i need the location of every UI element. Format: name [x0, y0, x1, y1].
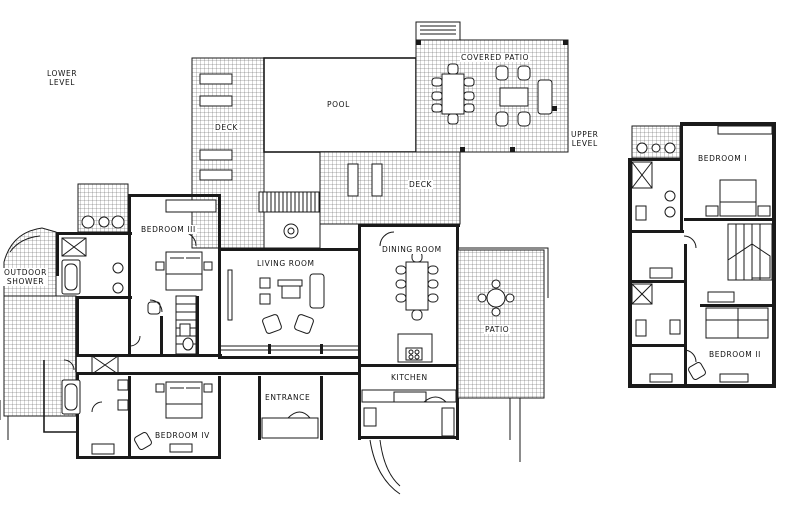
bedroom2-bed: [705, 307, 769, 339]
living-room-furniture: [227, 269, 325, 334]
label-pool: POOL: [326, 100, 351, 109]
patio-coffee-table: [499, 87, 529, 107]
bedroom1-bed: [719, 179, 757, 217]
bedroom4-bathtub: [61, 379, 81, 415]
bedroom4-armchair: [134, 432, 152, 450]
label-patio: PATIO: [484, 325, 511, 334]
label-living-room: LIVING ROOM: [256, 259, 316, 268]
pool-bench-slats: [262, 192, 320, 212]
label-upper-level: UPPER LEVEL: [571, 130, 599, 148]
patio-area: [457, 249, 545, 399]
label-entrance: ENTRANCE: [264, 393, 312, 402]
upper-stair: [727, 223, 773, 281]
label-deck-left: DECK: [214, 123, 240, 132]
label-outdoor-shower: OUTDOOR SHOWER: [3, 268, 48, 286]
bedroom3-bathtub: [61, 259, 81, 295]
bedroom3-balcony-chairs: [81, 215, 125, 229]
patio-lounge-chairs: [495, 65, 553, 127]
patio-dining-table: [441, 73, 465, 115]
label-bedroom-4: BEDROOM IV: [154, 431, 211, 440]
label-bedroom-2: BEDROOM II: [708, 350, 762, 359]
label-kitchen: KITCHEN: [390, 373, 429, 382]
label-covered-patio: COVERED PATIO: [460, 53, 531, 62]
label-dining-room: DINING ROOM: [381, 245, 443, 254]
patio-chairs: [431, 63, 475, 125]
entrance-bench: [261, 417, 319, 439]
bedroom4-bed: [165, 381, 203, 419]
label-deck-right: DECK: [408, 180, 434, 189]
dining-table: [405, 261, 429, 311]
upper-balcony-chairs: [636, 142, 676, 154]
label-lower-level: LOWER LEVEL: [47, 69, 78, 87]
label-bedroom-3: BEDROOM III: [140, 225, 197, 234]
upper-level-walls: [628, 122, 776, 388]
deck-right-area: [319, 151, 461, 225]
pool-fountain: [283, 223, 299, 239]
label-bedroom-1: BEDROOM I: [697, 154, 749, 163]
dining-chairs: [395, 251, 439, 321]
deck-loungers: [199, 73, 383, 197]
door-swings: [63, 231, 697, 413]
upper-balcony: [631, 125, 681, 159]
patio-round-table: [477, 279, 515, 317]
